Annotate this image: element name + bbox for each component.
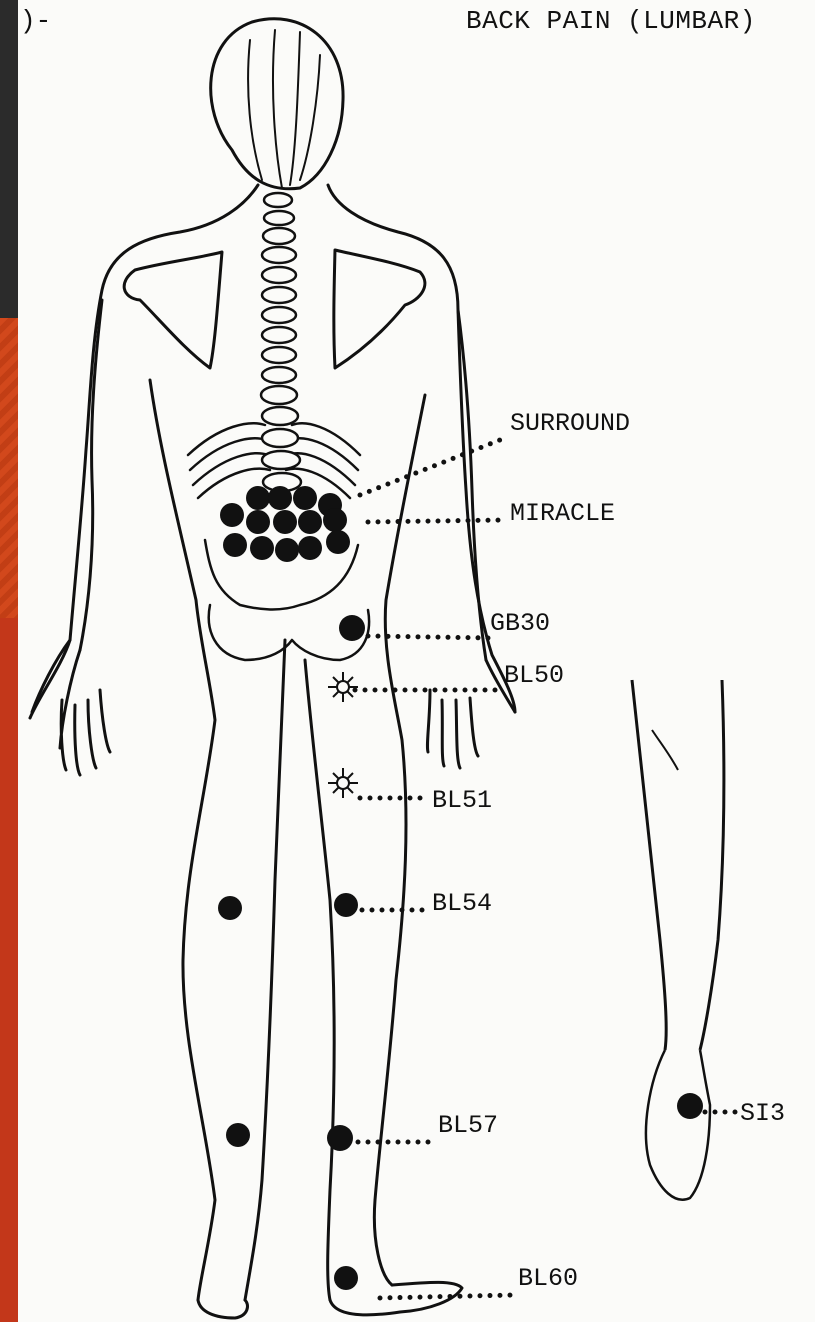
bl54-point-left xyxy=(218,896,242,920)
surround-leader xyxy=(360,440,500,495)
label-surround: SURROUND xyxy=(510,409,630,438)
label-miracle: MIRACLE xyxy=(510,499,615,528)
hair-lines xyxy=(248,30,320,188)
label-gb30: GB30 xyxy=(490,609,550,638)
miracle-point-cluster xyxy=(220,486,350,562)
bl57-point-right xyxy=(327,1125,353,1151)
label-bl54: BL54 xyxy=(432,889,492,918)
right-scapula xyxy=(334,250,425,368)
bl54-point-right xyxy=(334,893,358,917)
right-arm xyxy=(458,310,486,660)
label-si3: SI3 xyxy=(740,1099,785,1128)
miracle-leader xyxy=(368,520,505,522)
left-hand xyxy=(32,640,110,775)
gb30-point xyxy=(339,615,365,641)
label-bl60: BL60 xyxy=(518,1264,578,1293)
left-torso-side xyxy=(150,380,215,1300)
bl51-point xyxy=(328,768,358,798)
gb30-leader xyxy=(368,636,490,638)
si3-point xyxy=(677,1093,703,1119)
right-torso-side xyxy=(374,395,425,1285)
left-scapula xyxy=(124,252,222,368)
bl57-point-left xyxy=(226,1123,250,1147)
label-bl57: BL57 xyxy=(438,1111,498,1140)
bl50-point xyxy=(328,672,358,702)
right-leg-inner-line xyxy=(305,660,334,1300)
spine xyxy=(261,193,301,491)
bl60-leader xyxy=(380,1295,515,1298)
leader-lines xyxy=(355,440,738,1298)
head-outline xyxy=(211,19,343,189)
leg-inner-line xyxy=(245,640,285,1300)
side-arm xyxy=(632,680,724,1200)
label-bl51: BL51 xyxy=(432,786,492,815)
bl60-point xyxy=(334,1266,358,1290)
left-foot xyxy=(198,1300,248,1318)
label-bl50: BL50 xyxy=(504,661,564,690)
